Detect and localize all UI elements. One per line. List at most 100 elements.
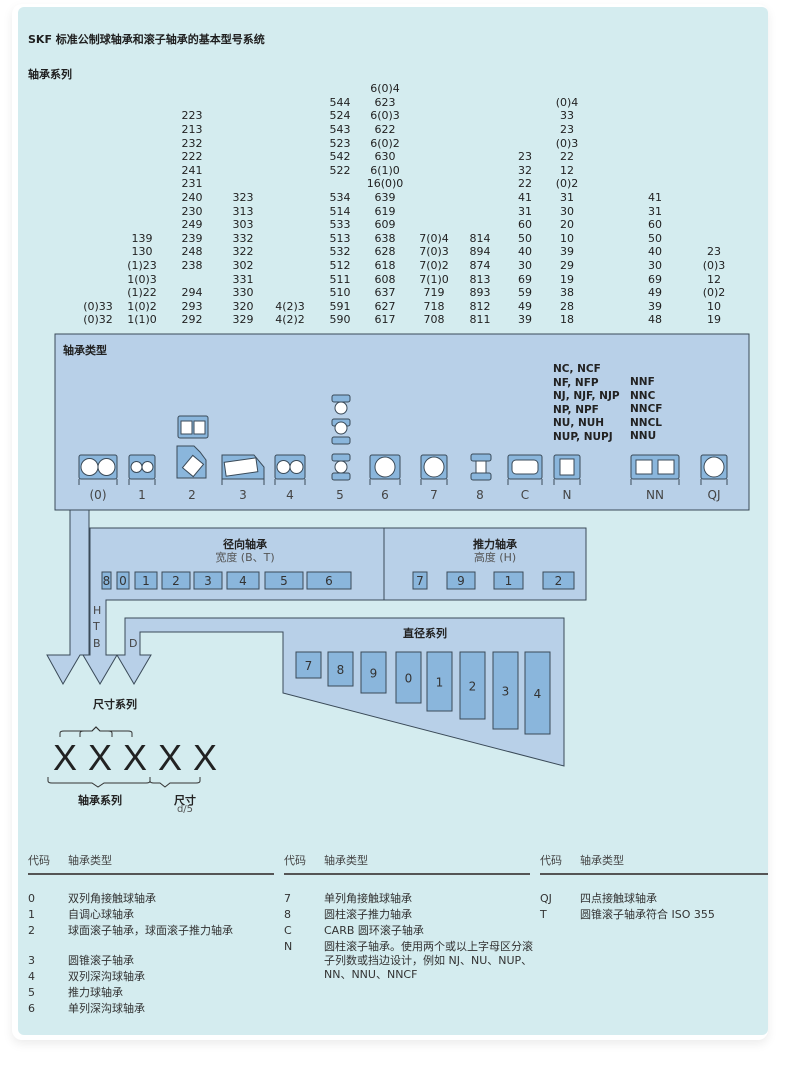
series-value: 542 <box>329 150 351 164</box>
legend-code: 7 <box>284 892 291 905</box>
width-code-label: 1 <box>142 574 150 588</box>
series-value: 812 <box>469 299 491 313</box>
series-value: 511 <box>329 272 351 286</box>
series-value: (0)3 <box>555 136 579 150</box>
designation-placeholder: X <box>122 737 147 778</box>
series-value: 512 <box>329 258 351 272</box>
designation-placeholder: X <box>157 737 182 778</box>
series-value: (0)2 <box>555 177 579 191</box>
series-value: 623 <box>374 95 396 109</box>
bearing-type-label: 5 <box>336 488 344 502</box>
series-value: 813 <box>469 272 491 286</box>
series-value: 630 <box>374 150 396 164</box>
series-value: 322 <box>232 245 254 259</box>
legend-code: T <box>540 908 547 921</box>
width-code-label: 5 <box>280 574 288 588</box>
bearing-types-box <box>54 333 750 511</box>
diameter-code-label: 1 <box>436 676 444 690</box>
height-code-7: 7 <box>412 571 428 590</box>
height-code-label: 7 <box>416 574 424 588</box>
bearing-icon-n <box>553 454 581 485</box>
legend-code: N <box>284 940 293 953</box>
height-code-label: 9 <box>457 574 465 588</box>
diameter-code-label: 4 <box>534 687 542 701</box>
legend-code: 3 <box>28 954 35 967</box>
width-code-label: 0 <box>119 574 127 588</box>
diameter-code-label: 3 <box>502 685 510 699</box>
series-value: 248 <box>181 245 203 259</box>
series-value: 32 <box>518 163 532 177</box>
series-value: 533 <box>329 218 351 232</box>
bearing-series-label: 轴承系列 <box>78 794 122 807</box>
series-value: 293 <box>181 299 203 313</box>
width-height-box <box>82 527 587 685</box>
series-value: 50 <box>518 231 532 245</box>
width-code-label: 2 <box>172 574 180 588</box>
series-value: 230 <box>181 204 203 218</box>
series-value: 60 <box>648 218 662 232</box>
series-value: (0)2 <box>702 286 726 300</box>
bearing-icon-qj <box>700 454 728 485</box>
nn-variant: NNCF <box>630 403 663 415</box>
series-value: 10 <box>707 299 721 313</box>
series-value: 239 <box>181 231 203 245</box>
height-code-1: 1 <box>493 571 524 590</box>
series-value: 40 <box>648 245 662 259</box>
arrow-letter-h: H <box>93 604 102 617</box>
nn-variant: NNCL <box>630 416 662 429</box>
legend-code-header: 代码 <box>28 854 50 867</box>
legend-code: 1 <box>28 908 35 921</box>
height-code-2: 2 <box>542 571 575 590</box>
bearing-icon-2 <box>176 415 209 479</box>
series-value: 708 <box>423 313 445 327</box>
designation-braces <box>47 726 201 788</box>
bearing-type-label: 2 <box>188 488 196 502</box>
series-value: 28 <box>560 299 574 313</box>
series-value: 23 <box>518 150 532 164</box>
width-code-2: 2 <box>161 571 191 590</box>
page-title: SKF 标准公制球轴承和滚子轴承的基本型号系统 <box>28 33 265 46</box>
legend-code: 6 <box>28 1002 35 1015</box>
diameter-code-4: 4 <box>524 651 551 735</box>
bearing-type-label: 3 <box>239 488 247 502</box>
diameter-code-7: 7 <box>295 651 322 679</box>
nn-variant: NNU <box>630 430 657 442</box>
bearing-type-label: (0) <box>89 488 107 502</box>
series-value: 303 <box>232 218 254 232</box>
legend-description: 圆锥滚子轴承 <box>68 954 134 967</box>
series-value: 7(0)3 <box>419 245 449 259</box>
bearing-type-label: 1 <box>138 488 146 502</box>
legend-description: 单列角接触球轴承 <box>324 892 412 905</box>
legend-description: 双列深沟球轴承 <box>68 970 145 983</box>
series-value: 639 <box>374 190 396 204</box>
bearing-icon-4 <box>274 454 306 485</box>
series-value: (0)3 <box>702 258 726 272</box>
series-value: 7(1)0 <box>419 272 449 286</box>
series-value: 69 <box>648 272 662 286</box>
width-code-label: 3 <box>204 574 212 588</box>
series-value: 329 <box>232 313 254 327</box>
legend-type-header: 轴承类型 <box>68 854 112 867</box>
series-value: 332 <box>232 231 254 245</box>
series-value: 6(1)0 <box>370 163 400 177</box>
series-value: 49 <box>518 299 532 313</box>
series-value: 513 <box>329 231 351 245</box>
diagram-panel <box>18 7 768 1035</box>
arrow-letter-b: B <box>93 637 101 650</box>
series-value: 514 <box>329 204 351 218</box>
thrust-subheading: 高度 (H) <box>473 551 517 564</box>
diameter-code-label: 8 <box>337 663 345 677</box>
bearing-icon-8 <box>470 453 492 481</box>
series-value: (0)32 <box>83 313 113 327</box>
series-value: 323 <box>232 191 254 204</box>
series-value: 544 <box>329 95 351 109</box>
series-value: 31 <box>648 204 662 218</box>
series-value: 10 <box>560 231 574 245</box>
series-value: 223 <box>181 109 203 123</box>
bearing-type-label: NN <box>646 488 664 502</box>
